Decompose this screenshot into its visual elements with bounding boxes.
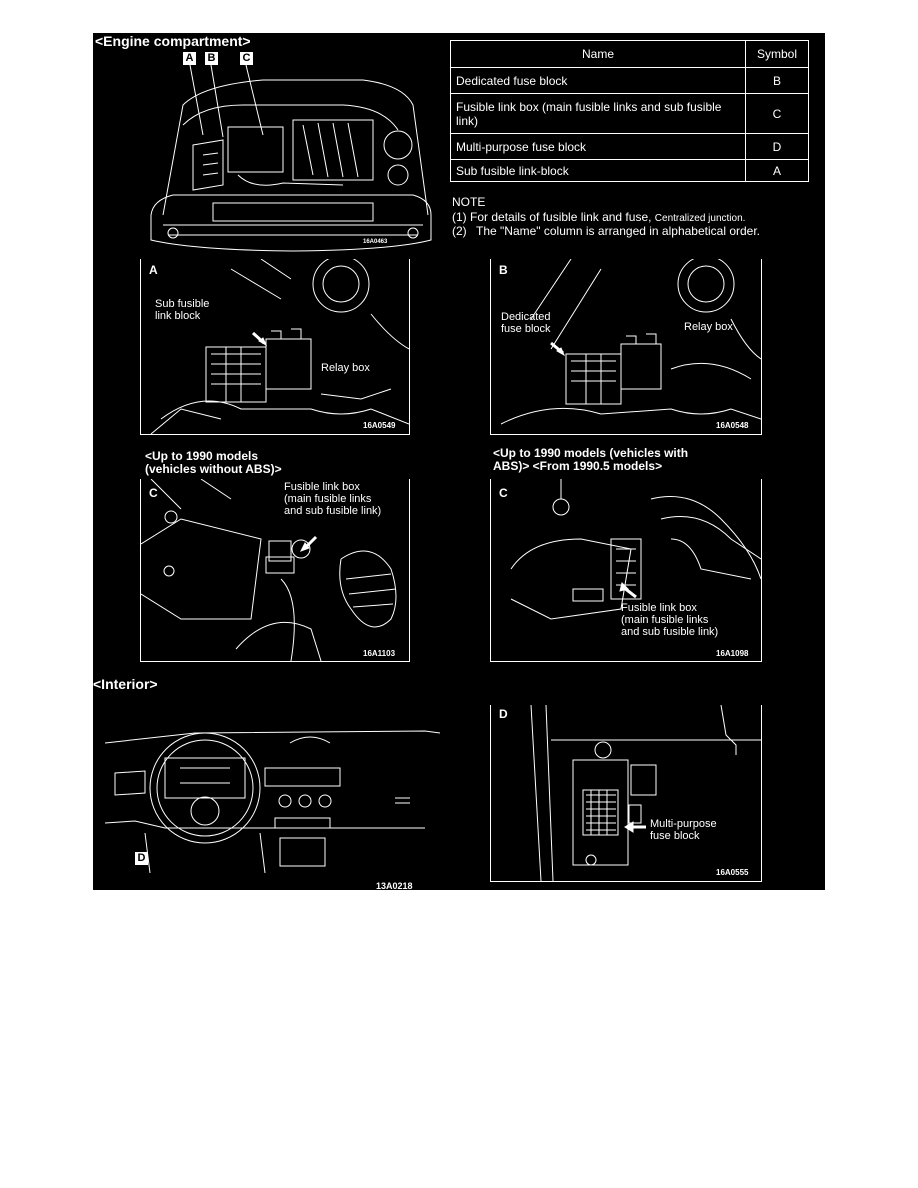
panel-c1-label-fusible: Fusible link box (main fusible links and… bbox=[284, 481, 382, 517]
panel-b-label-dedicated: Dedicated fuse block bbox=[501, 311, 551, 335]
table-cell-name: Sub fusible link-block bbox=[450, 159, 746, 182]
note-num: (1) bbox=[452, 210, 467, 224]
panel-b-illustration bbox=[500, 259, 761, 425]
subtitle-c1: <Up to 1990 models (vehicles without ABS… bbox=[145, 449, 282, 476]
note-item-2: (2) The "Name" column is arranged in alp… bbox=[452, 225, 792, 238]
panel-c2-label-fusible: Fusible link box (main fusible links and… bbox=[621, 602, 719, 638]
engine-tag-a: A bbox=[183, 52, 196, 65]
panel-a-illustration bbox=[150, 259, 409, 434]
panel-d-illustration bbox=[530, 705, 761, 881]
code-interior: 13A0218 bbox=[376, 881, 413, 890]
note-tail: Centralized junction. bbox=[654, 213, 746, 224]
table-header-name: Name bbox=[450, 40, 746, 68]
interior-tag-d: D bbox=[135, 852, 148, 865]
table-header-row: Name Symbol bbox=[450, 40, 809, 68]
panel-a: A Sub fusible link block Relay box 16A05… bbox=[140, 259, 410, 435]
diagram-sheet: <Engine compartment> A B C 16A0463 Name … bbox=[93, 33, 825, 890]
note-num: (2) bbox=[452, 224, 467, 238]
panel-a-letter: A bbox=[149, 263, 158, 277]
interior-section-title: <Interior> bbox=[93, 676, 158, 692]
panel-b-label-relay: Relay box bbox=[684, 321, 733, 333]
table-row: Fusible link box (main fusible links and… bbox=[450, 93, 809, 134]
panel-c2: C Fusible link box (main fusible links a… bbox=[490, 479, 762, 662]
table-header-symbol: Symbol bbox=[745, 40, 809, 68]
fuse-table: Name Symbol Dedicated fuse block B Fusib… bbox=[450, 40, 809, 182]
table-cell-symbol: D bbox=[745, 133, 809, 160]
engine-section-title: <Engine compartment> bbox=[95, 33, 251, 49]
panel-a-label-sub-fusible: Sub fusible link block bbox=[155, 298, 210, 322]
code-b: 16A0548 bbox=[716, 421, 749, 430]
code-overview: 16A0463 bbox=[363, 239, 388, 245]
panel-d-label-multi: Multi-purpose fuse block bbox=[650, 818, 717, 842]
panel-c1: C Fusible link box (main fusible links a… bbox=[140, 479, 410, 662]
table-cell-symbol: C bbox=[745, 93, 809, 134]
panel-a-label-relay: Relay box bbox=[321, 362, 370, 374]
table-cell-symbol: A bbox=[745, 159, 809, 182]
engine-overview-illustration bbox=[150, 65, 432, 252]
table-cell-symbol: B bbox=[745, 67, 809, 94]
table-row: Multi-purpose fuse block D bbox=[450, 133, 809, 160]
code-c1: 16A1103 bbox=[363, 649, 396, 658]
code-d: 16A0555 bbox=[716, 868, 749, 877]
panel-b-letter: B bbox=[499, 263, 508, 277]
subtitle-c2: <Up to 1990 models (vehicles with ABS)> … bbox=[493, 446, 689, 473]
engine-tag-c: C bbox=[240, 52, 253, 65]
table-cell-name: Dedicated fuse block bbox=[450, 67, 746, 94]
engine-tag-b: B bbox=[205, 52, 218, 65]
panel-c1-letter: C bbox=[149, 486, 158, 500]
table-cell-name: Multi-purpose fuse block bbox=[450, 133, 746, 160]
note-text: The "Name" column is arranged in alphabe… bbox=[476, 224, 761, 238]
note-text: For details of fusible link and fuse, bbox=[470, 210, 652, 224]
panel-c2-letter: C bbox=[499, 486, 508, 500]
note-item-1: (1) For details of fusible link and fuse… bbox=[452, 211, 822, 225]
table-row: Sub fusible link-block A bbox=[450, 159, 809, 182]
code-a: 16A0549 bbox=[363, 421, 396, 430]
panel-d-letter: D bbox=[499, 707, 508, 721]
note-title: NOTE bbox=[452, 195, 486, 209]
code-c2: 16A1098 bbox=[716, 649, 749, 658]
panel-d: D Multi-purpose fuse block 16A0555 bbox=[490, 705, 762, 882]
interior-dashboard-illustration bbox=[105, 730, 440, 873]
panel-c1-illustration bbox=[141, 479, 397, 661]
panel-c2-illustration bbox=[510, 479, 761, 620]
panel-b: B Dedicated fuse block Relay box 16A0548 bbox=[490, 259, 762, 435]
table-row: Dedicated fuse block B bbox=[450, 67, 809, 94]
table-cell-name: Fusible link box (main fusible links and… bbox=[450, 93, 746, 134]
